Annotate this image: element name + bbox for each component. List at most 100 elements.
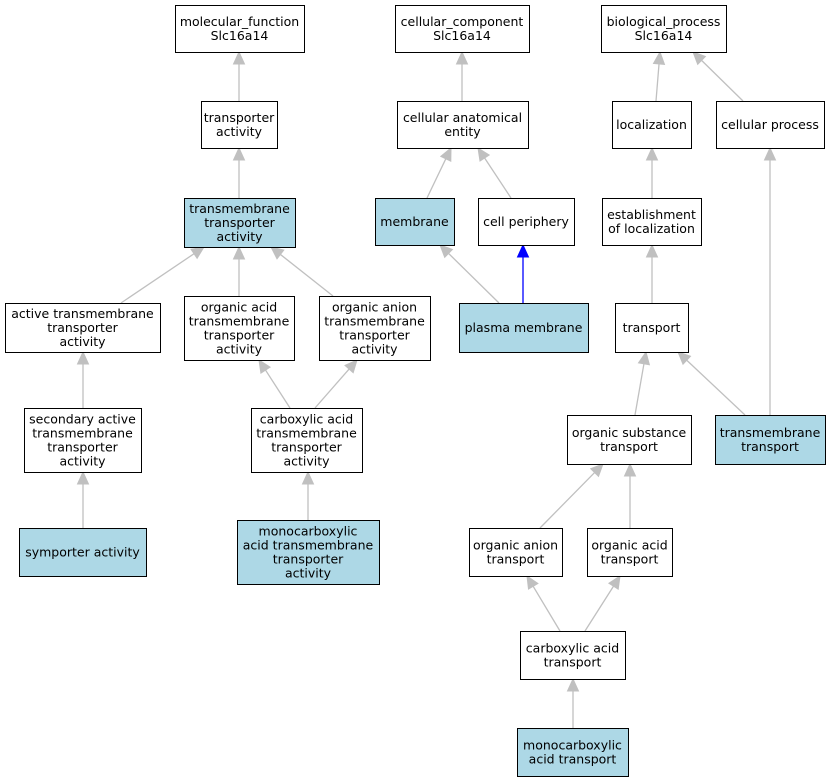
node-oanta[interactable]: organic aniontransmembranetransporteract… [319,296,431,361]
arrowhead-icon [623,462,637,477]
edge-oanta-to-tmta [270,246,334,297]
node-label-line: organic acid [201,300,277,315]
node-label-line: monocarboxylic [259,524,358,539]
node-box [19,528,147,577]
node-label-line: acid transport [529,752,617,767]
node-label-line: transporter [339,328,410,343]
node-label-line: activity [216,342,263,357]
node-label-line: activity [283,454,330,469]
node-label-line: carboxylic acid [526,641,619,656]
arrowhead-icon [526,574,539,590]
node-box [24,408,142,473]
node-tr[interactable]: transport [615,303,689,353]
node-label-line: establishment [607,207,696,222]
arrowhead-icon [232,50,246,65]
node-label-line: cellular anatomical [403,110,522,125]
node-label-line: of localization [608,221,695,236]
node-label-line: transmembrane [324,314,425,329]
node-box [612,101,692,149]
node-label-line: activity [59,334,106,349]
node-label-line: transporter [204,328,275,343]
edge-tmta-to-ta [232,146,246,198]
edge-ta-to-mf [232,50,246,101]
arrowhead-icon [677,351,692,366]
node-box [602,198,702,246]
edge-oat-to-ost [623,462,637,528]
node-cp[interactable]: cellular process [716,101,825,149]
nodes-layer: molecular_functionSlc16a14cellular_compo… [5,5,826,777]
node-label-line: transporter [47,440,118,455]
arrowhead-icon [645,243,659,258]
node-label-line: membrane [380,214,449,229]
node-label-line: activity [285,566,332,581]
edge-line [655,63,660,102]
node-label-line: cell periphery [483,214,569,229]
node-label-line: activity [216,124,263,139]
arrowhead-icon [258,358,272,374]
edge-sata-to-atta [76,350,90,408]
arrowhead-icon [516,243,530,258]
node-box [397,101,529,149]
arrowhead-icon [645,146,659,161]
arrowhead-icon [270,246,285,260]
arrowhead-icon [455,50,469,65]
node-label-line: Slc16a14 [433,28,491,43]
edge-line [532,585,561,632]
edge-line [539,472,596,529]
node-label-line: transmembrane [256,426,357,441]
edge-tr-to-eol [645,243,659,303]
arrowhead-icon [566,677,580,692]
arrowhead-icon [607,574,621,590]
edge-tmt-to-tr [677,351,746,416]
node-label-line: transport [600,439,658,454]
node-cper[interactable]: cell periphery [478,198,575,246]
arrowhead-icon [439,146,452,162]
node-label-line: localization [616,117,687,132]
node-sata[interactable]: secondary activetransmembranetransporter… [24,408,142,473]
node-label-line: molecular_function [180,14,299,29]
node-box [395,5,530,53]
node-label-line: transmembrane [720,425,821,440]
edge-eol-to-loc [645,146,659,198]
edge-line [448,252,500,304]
edge-line [701,59,744,102]
node-box [567,415,692,465]
node-box [615,303,689,353]
node-oatta[interactable]: organic acidtransmembranetransporteracti… [184,296,295,361]
edge-cper-to-cae [477,146,512,199]
node-box [715,415,826,465]
node-sa[interactable]: symporter activity [19,528,147,577]
node-label-line: transmembrane [189,201,290,216]
arrowhead-icon [652,50,666,65]
node-pm[interactable]: plasma membrane [459,303,589,353]
node-catta[interactable]: carboxylic acidtransmembranetransportera… [251,408,363,473]
edge-cp-to-bp [692,51,744,102]
node-label-line: transporter [273,552,344,567]
edges-layer [76,50,777,728]
edge-mem-to-cae [426,146,452,199]
edge-mcat-to-cat [566,677,580,728]
node-box [375,198,455,246]
node-label-line: monocarboxylic [523,738,622,753]
arrowhead-icon [692,51,707,66]
node-loc[interactable]: localization [612,101,692,149]
node-label-line: organic substance [572,425,687,440]
node-label-line: transport [623,320,681,335]
node-mem[interactable]: membrane [375,198,455,246]
